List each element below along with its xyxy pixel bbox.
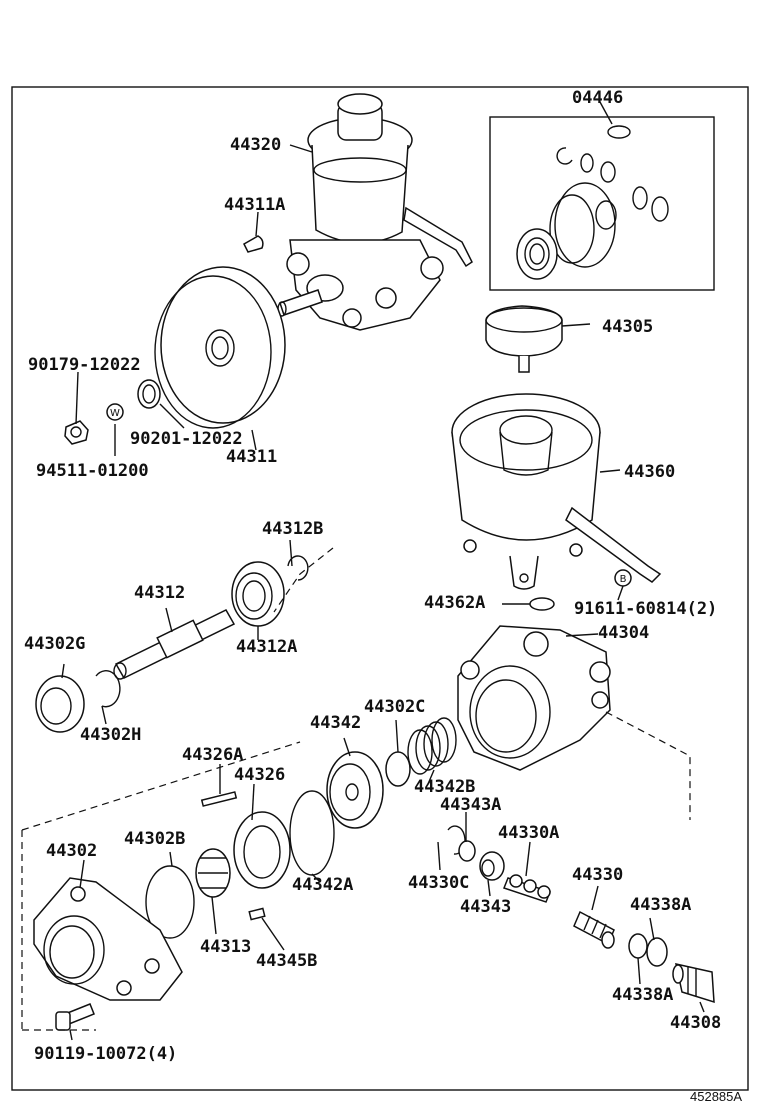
bolt-90119 <box>55 1003 95 1031</box>
key-44311a <box>243 235 264 253</box>
label-44342b: 44342B <box>414 777 475 797</box>
label-44343: 44343 <box>460 897 511 917</box>
oil-seal-44302g <box>35 675 85 733</box>
b-marker: B <box>620 574 627 585</box>
bolt-91611: B <box>614 569 632 587</box>
label-44311: 44311 <box>226 447 277 467</box>
label-44320: 44320 <box>230 135 281 155</box>
leader-lines <box>61 101 705 1041</box>
shaft-44312 <box>113 609 236 680</box>
label-44338a-2: 44338A <box>612 985 673 1005</box>
label-44302g: 44302G <box>24 634 85 654</box>
snapring-44302h <box>95 670 121 708</box>
w-marker: W <box>110 408 120 419</box>
reservoir-cap-44305 <box>485 305 563 373</box>
side-plate-44342 <box>326 751 384 829</box>
label-91611: 91611-60814(2) <box>574 599 717 619</box>
label-44326a: 44326A <box>182 745 243 765</box>
bearing-44312a <box>231 561 285 627</box>
label-90201: 90201-12022 <box>130 429 243 449</box>
pulley-44311 <box>154 266 286 429</box>
label-44313: 44313 <box>200 937 251 957</box>
cam-ring-44326 <box>233 811 291 889</box>
label-44330a: 44330A <box>498 823 559 843</box>
oring-44338a-1 <box>628 933 648 959</box>
reservoir-44360 <box>451 393 662 590</box>
label-90179: 90179-12022 <box>28 355 141 375</box>
snapring-44312b <box>287 555 309 581</box>
label-44360: 44360 <box>624 462 675 482</box>
assembly-boundaries <box>21 547 691 1031</box>
label-44308: 44308 <box>670 1013 721 1033</box>
label-44305: 44305 <box>602 317 653 337</box>
vane-44345b <box>248 907 266 921</box>
label-44362a: 44362A <box>424 593 485 613</box>
washer-94511: W <box>106 403 124 421</box>
seal-44343a <box>458 840 476 862</box>
seal-44302c <box>385 751 411 787</box>
label-44311a: 44311A <box>224 195 285 215</box>
spool-44330a <box>503 874 551 903</box>
label-04446: 04446 <box>572 88 623 108</box>
label-44330c: 44330C <box>408 873 469 893</box>
spring-44342b <box>407 717 457 775</box>
label-44342a: 44342A <box>292 875 353 895</box>
label-90119: 90119-10072(4) <box>34 1044 177 1064</box>
nut-90179 <box>64 420 89 445</box>
label-94511: 94511-01200 <box>36 461 149 481</box>
label-44304: 44304 <box>598 623 649 643</box>
label-44302c: 44302C <box>364 697 425 717</box>
seal-kit-box <box>489 116 715 291</box>
pump-housing-44304 <box>457 625 611 771</box>
label-44302: 44302 <box>46 841 97 861</box>
oring-44302b <box>145 865 195 939</box>
diagram-id: 452885A <box>690 1089 742 1104</box>
rotor-44313 <box>195 848 231 898</box>
label-44312b: 44312B <box>262 519 323 539</box>
oring-44362a <box>529 597 555 611</box>
label-44345b: 44345B <box>256 951 317 971</box>
label-44338a-1: 44338A <box>630 895 691 915</box>
pin-44326a <box>200 791 238 807</box>
diagram-frame <box>11 86 749 1091</box>
label-44312: 44312 <box>134 583 185 603</box>
label-44330: 44330 <box>572 865 623 885</box>
label-44343a: 44343A <box>440 795 501 815</box>
oring-44338a-2 <box>646 937 668 967</box>
plug-44343 <box>479 851 505 881</box>
valve-44330 <box>573 910 615 949</box>
label-44312a: 44312A <box>236 637 297 657</box>
washer-90201 <box>137 379 161 409</box>
label-44342: 44342 <box>310 713 361 733</box>
pump-assembly <box>277 93 473 331</box>
label-44302h: 44302H <box>80 725 141 745</box>
union-44308 <box>672 963 715 1004</box>
front-housing-44302 <box>33 877 183 1001</box>
label-44326: 44326 <box>234 765 285 785</box>
label-44302b: 44302B <box>124 829 185 849</box>
oring-44342a <box>289 790 335 876</box>
